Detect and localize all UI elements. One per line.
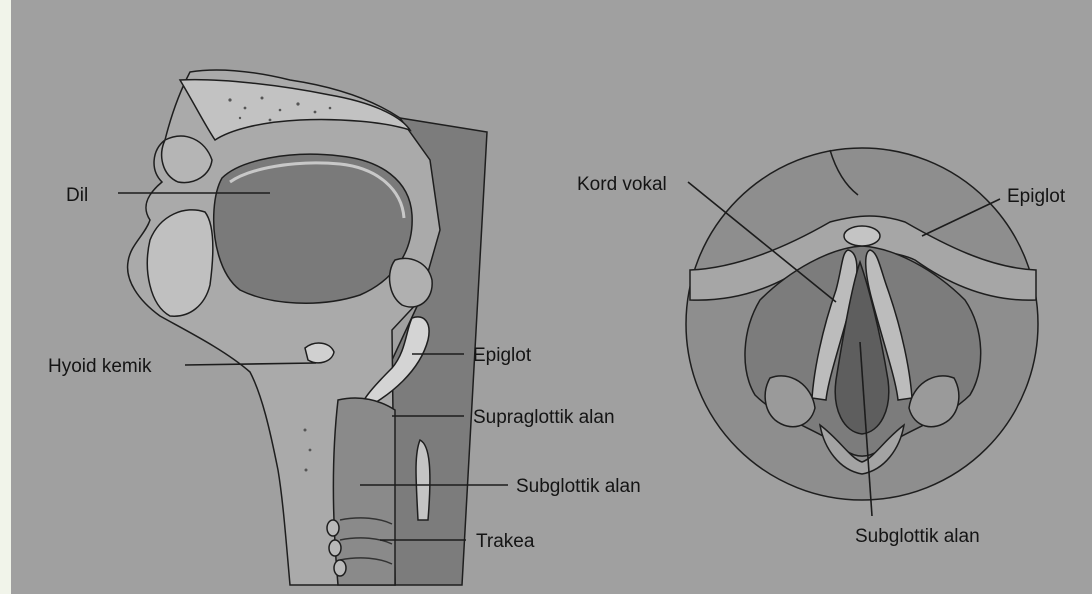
label-tongue: Dil bbox=[66, 185, 88, 206]
label-epiglottis-left: Epiglot bbox=[473, 345, 532, 366]
label-subglottic-left: Subglottik alan bbox=[516, 476, 641, 497]
label-trachea: Trakea bbox=[476, 531, 535, 552]
label-hyoid: Hyoid kemik bbox=[48, 356, 152, 377]
hyoid-bone bbox=[305, 343, 334, 363]
label-supraglottic: Supraglottik alan bbox=[473, 407, 615, 428]
sagittal-section-illustration bbox=[128, 70, 487, 585]
larynx-airway bbox=[333, 398, 395, 585]
label-epiglottis-right: Epiglot bbox=[1007, 186, 1066, 207]
laryngoscopic-view-illustration bbox=[686, 148, 1038, 500]
label-subglottic-right: Subglottik alan bbox=[855, 526, 980, 547]
tongue-shape bbox=[214, 154, 412, 303]
vertebra bbox=[416, 440, 430, 520]
epiglottis-tubercle bbox=[844, 226, 880, 246]
label-vocal-cord: Kord vokal bbox=[577, 174, 667, 195]
